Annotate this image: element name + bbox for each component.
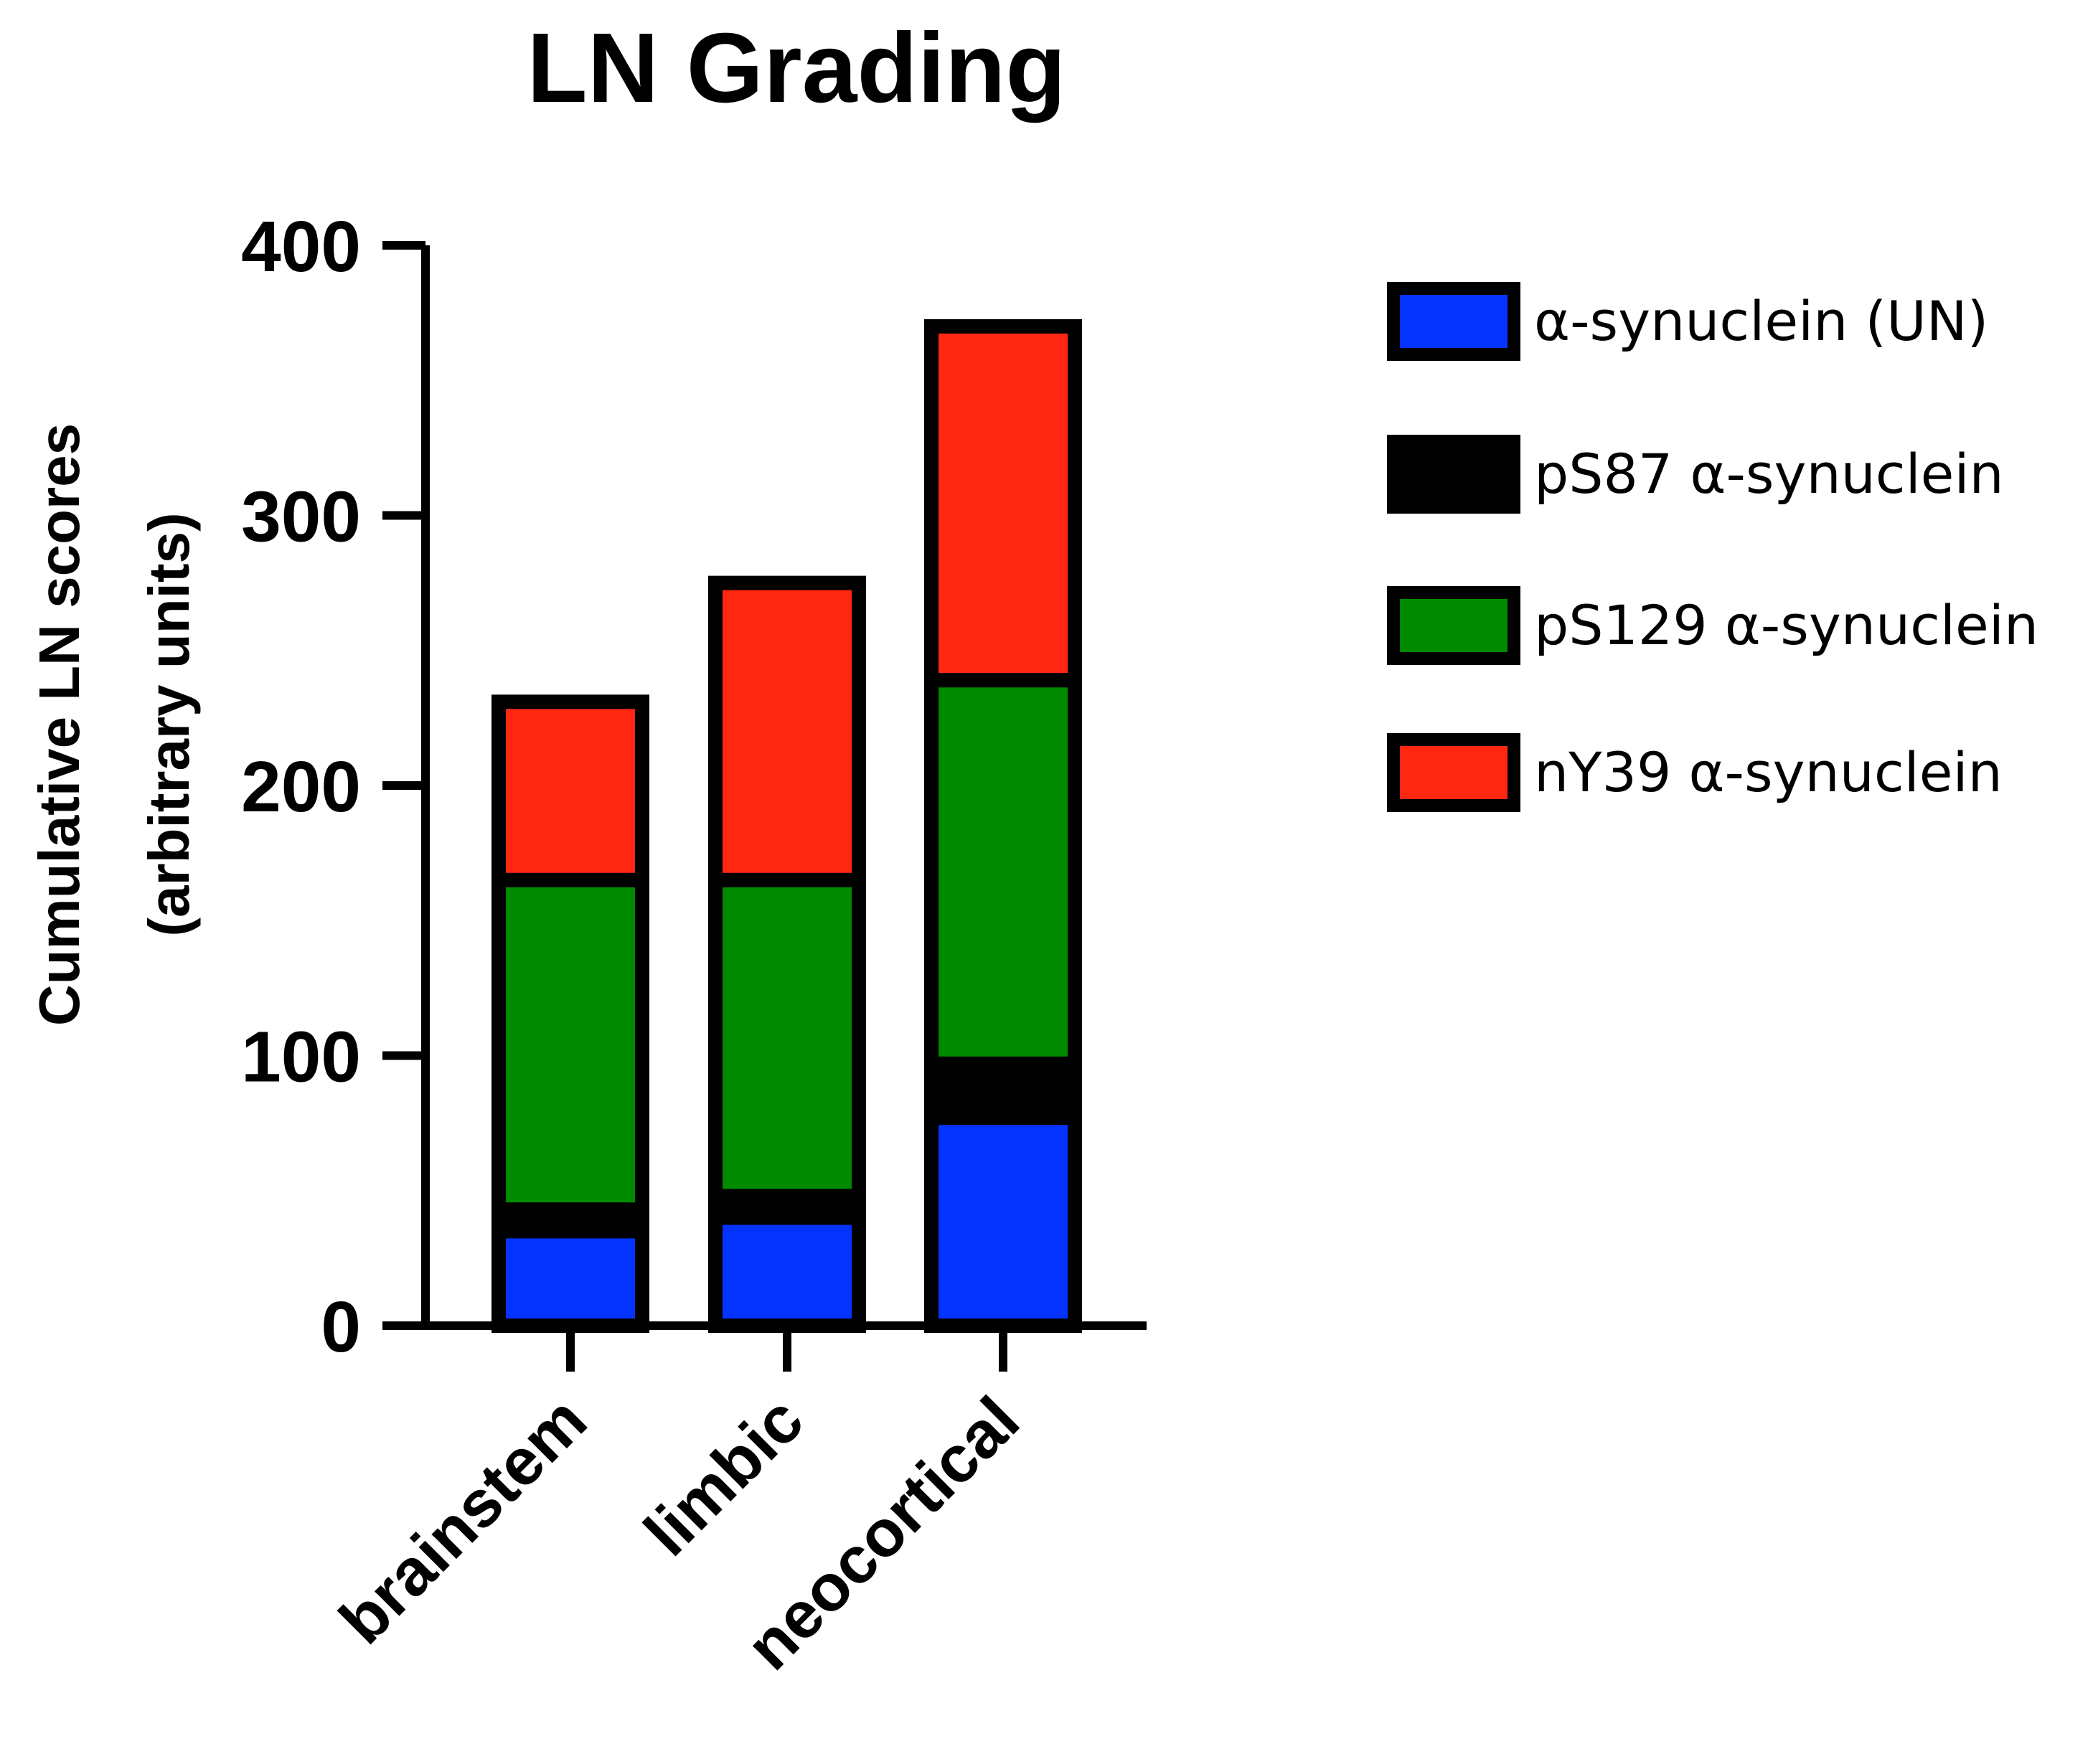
legend-item: pS87 α-synuclein	[1387, 435, 2004, 514]
x-category-label: limbic	[631, 1383, 817, 1570]
bar-segment	[708, 575, 866, 887]
legend-item: nY39 α-synuclein	[1387, 733, 2003, 812]
legend-swatch	[1387, 586, 1520, 665]
legend: α-synuclein (UN) pS87 α-synuclein pS129 α-…	[1387, 282, 2038, 812]
legend-swatch	[1387, 733, 1520, 812]
bar-segment	[708, 1210, 866, 1334]
y-axis-label-line1: Cumulative LN scores	[27, 423, 91, 1026]
legend-swatch	[1387, 282, 1520, 361]
bar-segment	[708, 872, 866, 1204]
bar-segment	[491, 694, 649, 887]
x-category-label: brainstem	[326, 1383, 601, 1658]
legend-label: nY39 α-synuclein	[1534, 740, 2003, 804]
y-tick-label: 200	[241, 747, 361, 827]
y-tick-label: 0	[321, 1287, 361, 1367]
bars	[491, 319, 1082, 1334]
bar-segment	[924, 319, 1082, 688]
legend-item: α-synuclein (UN)	[1387, 282, 1988, 361]
bar-segment	[491, 872, 649, 1217]
y-axis-label-line2: (arbitrary units)	[137, 512, 201, 936]
legend-label: pS129 α-synuclein	[1534, 593, 2038, 657]
legend-item: pS129 α-synuclein	[1387, 586, 2038, 665]
legend-label: α-synuclein (UN)	[1534, 289, 1988, 353]
chart-title: LN Grading	[527, 13, 1066, 123]
y-axis-ticks: 0 100 200 300 400	[241, 207, 425, 1367]
bar-segment	[924, 1110, 1082, 1333]
legend-label: pS87 α-synuclein	[1534, 442, 2004, 506]
bar-stack-limbic	[708, 575, 866, 1334]
bar-segment	[491, 1224, 649, 1333]
bar-stack-brainstem	[491, 694, 649, 1333]
legend-swatch	[1387, 435, 1520, 514]
y-axis-label: Cumulative LN scores (arbitrary units)	[27, 423, 201, 1026]
bar-segment	[924, 1056, 1082, 1126]
bar-segment	[924, 673, 1082, 1071]
y-tick-label: 100	[241, 1017, 361, 1098]
y-tick-label: 400	[241, 207, 361, 287]
y-tick-label: 300	[241, 477, 361, 557]
bar-stack-neocortical	[924, 319, 1082, 1333]
